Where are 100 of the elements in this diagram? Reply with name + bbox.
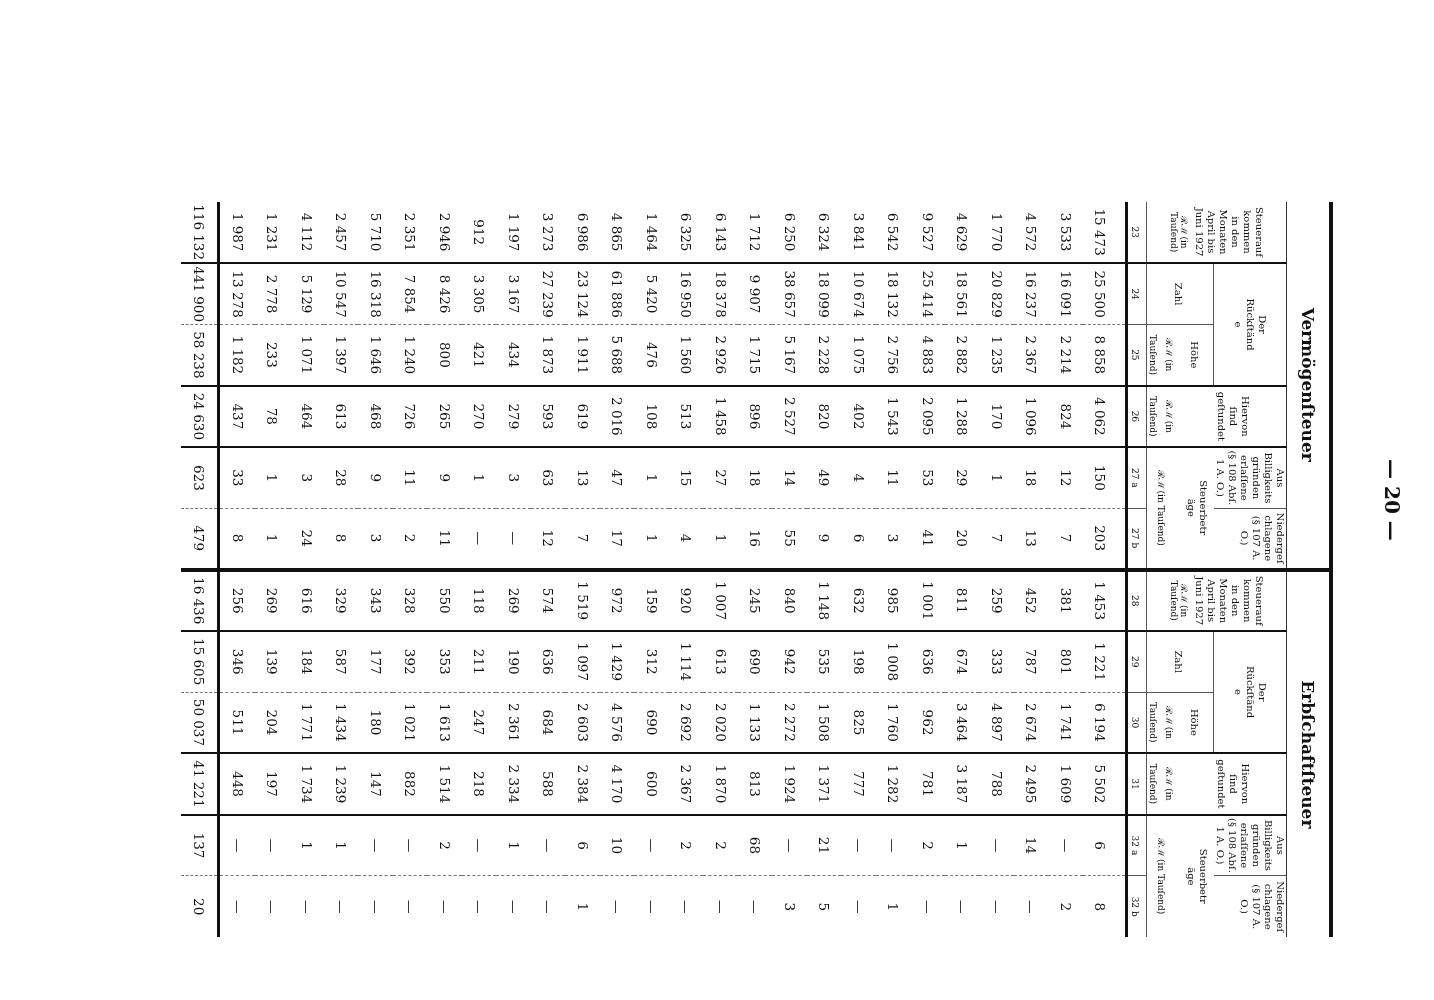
table-value: 972 xyxy=(609,587,626,614)
table-value: 78 xyxy=(264,407,281,425)
table-value: 256 xyxy=(229,587,246,614)
table-value: 1 182 xyxy=(229,335,246,375)
table-value: 10 xyxy=(609,836,626,855)
table-value: 218 xyxy=(471,771,488,797)
table-value: 139 xyxy=(264,648,281,675)
table-value: 150 xyxy=(1092,465,1109,491)
table-value: 2 228 xyxy=(816,335,833,375)
table-value: 434 xyxy=(505,342,522,368)
table-value: 4 629 xyxy=(954,212,971,252)
table-value: 2 756 xyxy=(885,335,902,375)
table-value: 4 572 xyxy=(1023,212,1040,252)
table-value: 11 xyxy=(402,469,419,487)
table-value: 5 420 xyxy=(643,274,660,314)
column-number: 25 xyxy=(1130,349,1141,361)
table-value: 2 926 xyxy=(712,335,729,375)
table-value: 3 xyxy=(505,473,522,483)
table-value: 6 194 xyxy=(1092,703,1109,742)
table-value: 197 xyxy=(264,771,281,797)
table-value: 8 xyxy=(333,533,350,543)
table-value: 7 xyxy=(574,533,591,543)
total-value: 41 221 xyxy=(191,760,208,808)
column-number: 32 b xyxy=(1130,896,1141,917)
table-value: 619 xyxy=(574,403,591,430)
table-value: 233 xyxy=(264,342,281,368)
table-value: 9 xyxy=(436,473,453,483)
table-value: 5 129 xyxy=(298,274,315,314)
total-value: 50 037 xyxy=(191,698,208,747)
table-value: 437 xyxy=(229,403,246,430)
table-value: 28 xyxy=(333,469,350,487)
table-value: 3 464 xyxy=(954,703,971,742)
table-value: 912 xyxy=(471,219,488,245)
table-value: 16 318 xyxy=(367,270,384,318)
table-value: 3 533 xyxy=(1057,212,1074,252)
table-value: 6 324 xyxy=(816,212,833,252)
table-value: 1 xyxy=(643,473,660,483)
table-value: 1 458 xyxy=(712,397,729,436)
table-value: 820 xyxy=(816,403,833,430)
table-value: 2 527 xyxy=(781,397,798,436)
table-value: 1 xyxy=(264,473,281,483)
table-value: — xyxy=(333,899,350,914)
table-value: 801 xyxy=(1057,648,1074,675)
table-value: 2 495 xyxy=(1023,764,1040,804)
table-value: 12 xyxy=(540,529,557,547)
column-number: 29 xyxy=(1130,655,1141,668)
table-value: 1 712 xyxy=(747,212,764,252)
column-header: Zahl xyxy=(1172,650,1185,673)
table-value: — xyxy=(367,838,384,853)
table-value: 15 473 xyxy=(1092,208,1109,256)
table-value: 1 231 xyxy=(264,212,281,252)
table-value: 1 235 xyxy=(988,335,1005,375)
table-value: — xyxy=(643,899,660,914)
table-value: 9 xyxy=(367,473,384,483)
table-value: 464 xyxy=(298,403,315,430)
table-value: 14 xyxy=(1023,836,1040,855)
table-value: 674 xyxy=(954,648,971,675)
table-value: 3 xyxy=(885,533,902,543)
section-title: Vermögenſteuer xyxy=(1298,307,1318,462)
table-value: — xyxy=(712,899,729,914)
table-value: 4 883 xyxy=(919,335,936,375)
table-value: 1 434 xyxy=(333,703,350,742)
table-value: 476 xyxy=(643,342,660,368)
table-value: 3 841 xyxy=(850,212,867,252)
table-value: 33 xyxy=(229,469,246,487)
table-value: — xyxy=(1057,838,1074,853)
table-value: 781 xyxy=(919,771,936,797)
table-value: 265 xyxy=(436,403,453,430)
table-value: 21 xyxy=(816,836,833,855)
table-value: 16 091 xyxy=(1057,270,1074,318)
total-value: 479 xyxy=(191,525,208,552)
table-value: 16 950 xyxy=(678,270,695,318)
column-number: 31 xyxy=(1130,778,1141,790)
table-value: 1 609 xyxy=(1057,764,1074,804)
table-value: 550 xyxy=(436,587,453,614)
table-value: 147 xyxy=(367,771,384,797)
table-value: 4 112 xyxy=(298,212,315,252)
unit-label: ℛℳ (in Tauſend) xyxy=(1156,838,1167,915)
table-value: 381 xyxy=(1057,587,1074,614)
table-value: — xyxy=(471,531,488,545)
table-value: 8 xyxy=(229,533,246,543)
table-value: — xyxy=(471,838,488,853)
table-value: 2 603 xyxy=(574,703,591,742)
column-header: Der Rückſtände xyxy=(1232,665,1269,721)
table-value: 18 561 xyxy=(954,270,971,318)
table-value: 593 xyxy=(540,403,557,430)
table-value: 2 xyxy=(402,533,419,543)
table-value: 513 xyxy=(678,403,695,430)
table-value: 7 xyxy=(988,533,1005,543)
table-value: 726 xyxy=(402,403,419,430)
table-value: 1 771 xyxy=(298,703,315,742)
section-title: Erbſchaftſteuer xyxy=(1298,680,1318,829)
table-value: 1 514 xyxy=(436,764,453,804)
table-value: 18 xyxy=(747,469,764,487)
table-value: 29 xyxy=(954,469,971,487)
table-value: 5 688 xyxy=(609,335,626,375)
table-value: — xyxy=(643,838,660,853)
table-value: 1 464 xyxy=(643,212,660,252)
column-header: Aus Billigkeitsgründen erlaſſene (§ 108 Abſ. 1 A. O.) xyxy=(1214,817,1286,874)
table-value: 25 500 xyxy=(1092,270,1109,318)
